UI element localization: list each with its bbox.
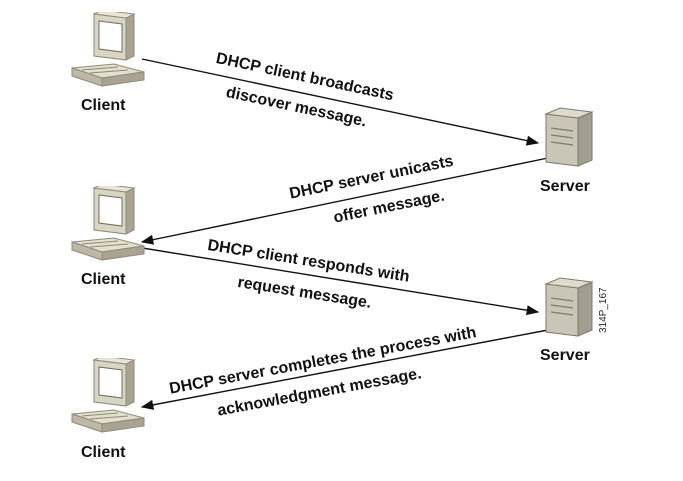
offer-arrow <box>140 157 549 245</box>
server-tower-icon <box>544 277 594 337</box>
server-label: Server <box>540 347 590 364</box>
server-tower-icon <box>544 107 594 167</box>
discover-arrow <box>141 58 540 146</box>
figure-code: 314P_167 <box>598 287 609 333</box>
request-arrow <box>129 245 540 316</box>
client-computer-icon <box>71 12 145 87</box>
ack-arrow <box>140 329 549 410</box>
server-label: Server <box>540 178 590 195</box>
client-label: Client <box>81 97 126 114</box>
client-label: Client <box>81 444 126 461</box>
client-computer-icon <box>71 186 145 261</box>
client-label: Client <box>81 271 126 288</box>
client-computer-icon <box>71 358 145 433</box>
